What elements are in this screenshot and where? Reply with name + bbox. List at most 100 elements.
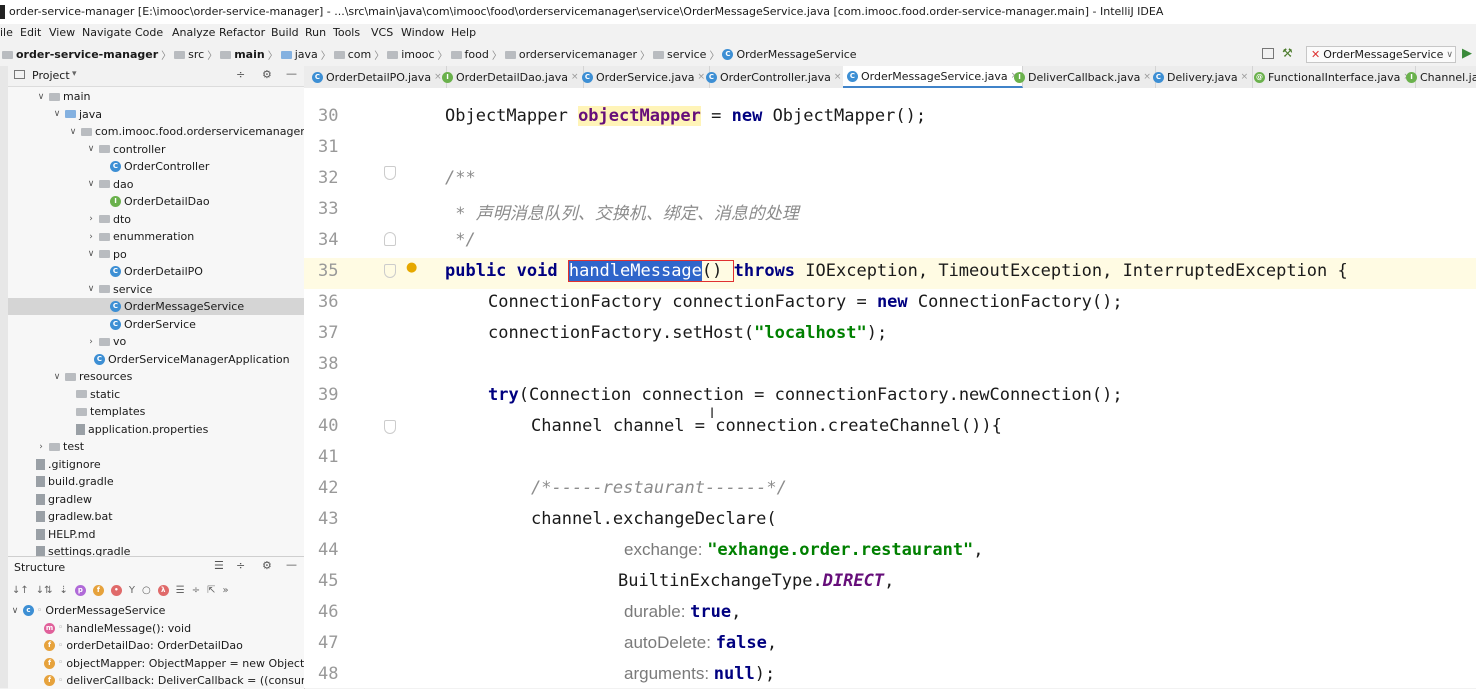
tree-item[interactable]: ∨dao [86,176,134,193]
tree-item[interactable]: ›test [36,438,84,455]
chevron-right-icon[interactable]: › [89,231,93,242]
editor-tab[interactable]: @FunctionalInterface.java× [1250,66,1416,88]
tree-item[interactable]: .gitignore [36,456,101,473]
terminal-icon[interactable] [1262,48,1274,59]
tree-item[interactable]: templates [76,403,145,420]
expand-all-icon[interactable]: ☰ [214,559,224,572]
breadcrumb-com[interactable]: com [347,48,372,61]
breadcrumb-service[interactable]: service [667,48,707,61]
close-icon[interactable]: × [1240,72,1249,82]
tree-item[interactable]: static [76,386,120,403]
close-icon[interactable]: × [697,72,706,82]
tree-item[interactable]: settings.gradle [36,543,130,556]
chevron-down-icon[interactable]: ∨ [87,179,95,189]
structure-item[interactable]: m◦handleMessage(): void [44,620,191,637]
filter-icon[interactable]: Y [128,584,136,596]
tree-item[interactable]: ∨resources [52,368,133,385]
breadcrumb-src[interactable]: src [188,48,205,61]
structure-item[interactable]: ∨c◦OrderMessageService [10,602,166,619]
hide-panel-icon[interactable]: — [286,558,297,571]
tree-item[interactable]: build.gradle [36,473,114,490]
fold-marker-icon[interactable] [384,264,396,278]
menu-refactor[interactable]: Refactor [219,26,266,39]
chevron-right-icon[interactable]: › [89,336,93,347]
tree-item[interactable]: gradlew.bat [36,508,113,525]
show-inherited-icon[interactable]: ⇣ [59,584,68,596]
chevron-down-icon[interactable]: ∨ [87,284,95,294]
sort-visibility-icon[interactable]: ↓⇅ [35,584,53,596]
tree-item[interactable]: ∨java [52,106,102,123]
show-lambdas-icon[interactable]: λ [157,584,169,596]
show-fields-icon[interactable]: f [92,584,104,596]
menu-file[interactable]: ile [0,26,13,39]
expand-icon[interactable]: ☰ [175,584,185,596]
menu-build[interactable]: Build [271,26,299,39]
breadcrumb-java[interactable]: java [294,48,318,61]
breadcrumb-main[interactable]: main [234,48,265,61]
project-view-select[interactable]: Project [32,69,70,82]
menu-run[interactable]: Run [305,26,327,39]
chevron-right-icon[interactable]: › [39,441,43,452]
more-icon[interactable]: » [222,584,229,596]
hide-panel-icon[interactable]: — [286,67,297,80]
structure-item[interactable]: f◦orderDetailDao: OrderDetailDao [44,637,243,654]
sort-alpha-icon[interactable]: ↓↑ [12,584,29,596]
dropdown-arrow-icon[interactable]: ▾ [72,69,77,79]
autoscroll-icon[interactable]: ⇱ [207,584,216,596]
fold-marker-icon[interactable] [384,420,396,434]
tree-item[interactable]: ›enummeration [86,228,194,245]
menu-window[interactable]: Window [401,26,445,39]
close-icon[interactable]: × [833,72,842,82]
menu-navigate[interactable]: Navigate [82,26,132,39]
show-properties-icon[interactable]: p [74,584,86,596]
chevron-down-icon[interactable]: ∨ [69,126,77,137]
menu-edit[interactable]: Edit [20,26,42,39]
close-icon[interactable]: × [570,72,579,82]
tree-item[interactable]: ›dto [86,211,131,228]
chevron-down-icon[interactable]: ∨ [11,605,19,616]
breadcrumb-class[interactable]: OrderMessageService [736,48,857,61]
run-icon[interactable]: ▶ [1462,46,1472,61]
show-anonymous-icon[interactable]: ○ [142,584,151,596]
show-non-public-icon[interactable]: • [110,584,122,596]
tree-item[interactable]: gradlew [36,491,92,508]
structure-item[interactable]: f◦objectMapper: ObjectMapper = new Objec… [44,655,304,672]
chevron-down-icon[interactable]: ∨ [53,371,61,382]
breadcrumb-food[interactable]: food [464,48,489,61]
close-icon[interactable]: × [1143,72,1151,82]
menu-analyze[interactable]: Analyze [172,26,216,39]
breadcrumb-imooc[interactable]: imooc [401,48,435,61]
gear-icon[interactable]: ⚙ [262,559,272,572]
chevron-right-icon[interactable]: › [89,214,93,224]
tree-item[interactable]: ∨controller [86,141,166,158]
tree-item[interactable]: ∨main [36,88,91,105]
tree-item[interactable]: application.properties [76,421,208,438]
collapse-icon[interactable]: ÷ [191,584,201,596]
menu-code[interactable]: Code [135,26,164,39]
structure-item[interactable]: f◦deliverCallback: DeliverCallback = ((c… [44,672,304,689]
chevron-down-icon[interactable]: ∨ [87,144,95,154]
fold-marker-icon[interactable] [384,166,396,180]
breadcrumb-project[interactable]: order-service-manager [16,48,159,61]
breadcrumb-orderservicemanager[interactable]: orderservicemanager [518,48,638,61]
tree-item[interactable]: ∨service [86,281,153,298]
selected-method-name[interactable]: handleMessage [568,261,702,281]
tree-item[interactable]: ›vo [86,333,126,350]
collapse-all-icon[interactable]: ÷ [236,68,246,81]
menu-view[interactable]: View [49,26,76,39]
chevron-down-icon[interactable]: ∨ [37,91,45,102]
run-configuration-select[interactable]: ✕ OrderMessageService ∨ [1306,46,1456,63]
close-icon[interactable]: × [434,72,442,82]
